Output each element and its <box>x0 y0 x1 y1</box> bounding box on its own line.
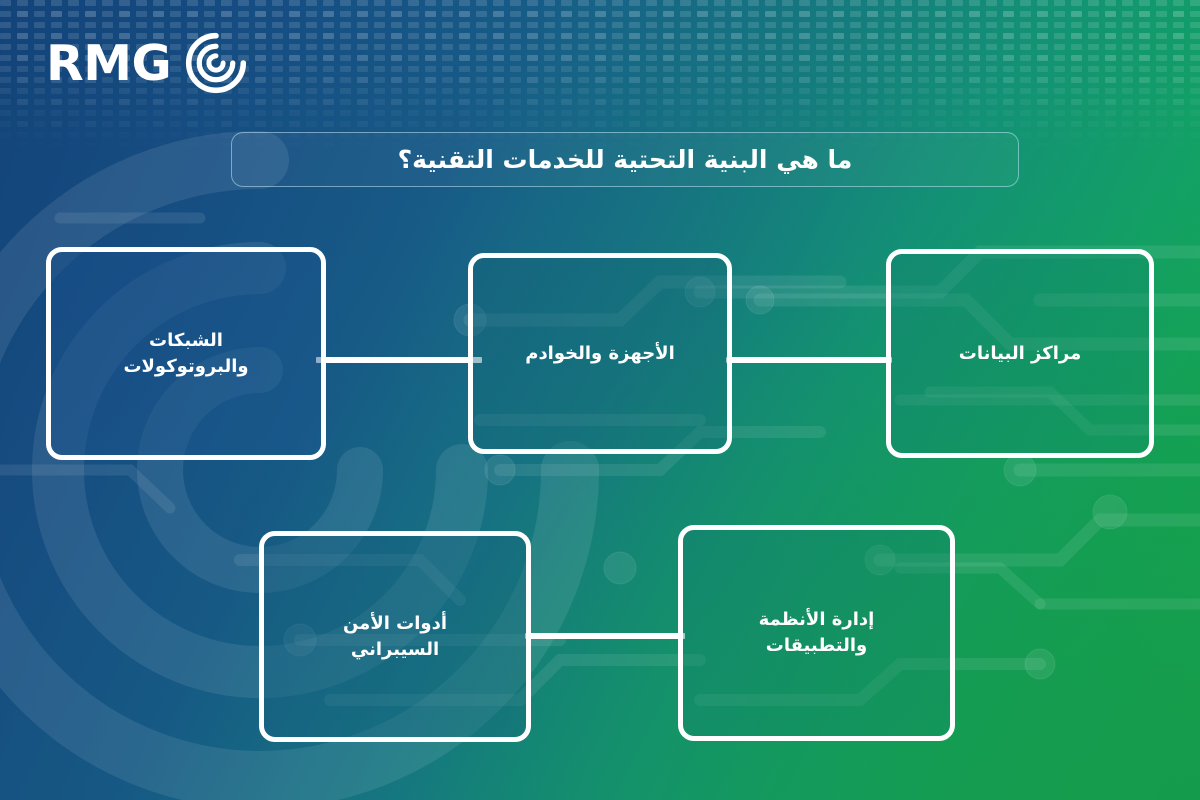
title-banner: ما هي البنية التحتية للخدمات التقنية؟ <box>231 132 1019 187</box>
node-label: الشبكات والبروتوكولات <box>123 329 249 377</box>
page-title: ما هي البنية التحتية للخدمات التقنية؟ <box>397 145 853 174</box>
brand-logo[interactable]: RMG <box>46 32 247 94</box>
node-networks[interactable]: الشبكات والبروتوكولات <box>46 247 326 460</box>
node-label: إدارة الأنظمة والتطبيقات <box>758 609 875 656</box>
connector-hardware-datacenters <box>726 357 892 363</box>
connector-security-systems <box>525 633 685 639</box>
node-security[interactable]: أدوات الأمن السيبراني <box>259 531 531 742</box>
node-label: مراكز البيانات <box>958 342 1082 364</box>
connector-networks-hardware <box>316 357 482 363</box>
brand-name: RMG <box>46 34 172 92</box>
node-label: أدوات الأمن السيبراني <box>342 612 448 660</box>
node-hardware[interactable]: الأجهزة والخوادم <box>468 253 732 454</box>
node-datacenters[interactable]: مراكز البيانات <box>886 249 1154 458</box>
spiral-target-icon <box>185 32 247 94</box>
node-systems[interactable]: إدارة الأنظمة والتطبيقات <box>678 525 955 741</box>
node-label: الأجهزة والخوادم <box>525 342 675 364</box>
